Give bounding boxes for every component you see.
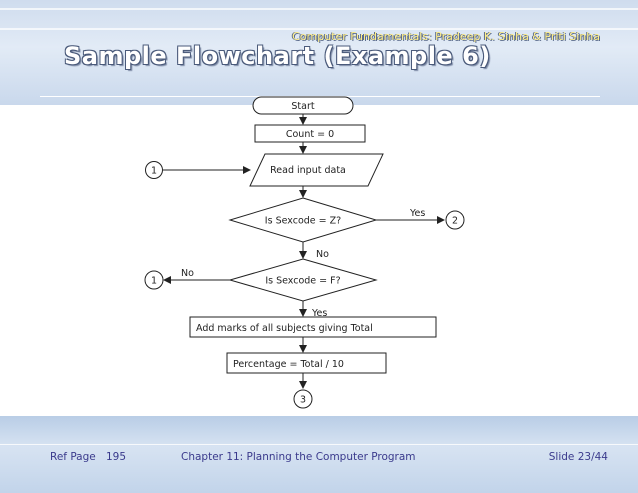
footer-line: [0, 444, 638, 445]
connector-yes-label: 2: [452, 216, 458, 227]
add-marks-label: Add marks of all subjects giving Total: [196, 323, 373, 334]
decision1-yes-label: Yes: [409, 208, 425, 219]
ref-page-number: 195: [106, 451, 127, 463]
decision1-no-label: No: [316, 249, 329, 260]
connector-no: 1: [144, 270, 164, 290]
read-label: Read input data: [270, 165, 346, 176]
start-terminal: Start: [252, 96, 354, 115]
decision2-label: Is Sexcode = F?: [265, 276, 340, 287]
init-process: Count = 0: [254, 124, 366, 143]
decision-sexcode-f: Is Sexcode = F?: [228, 258, 378, 302]
decision-sexcode-z: Is Sexcode = Z?: [228, 197, 378, 243]
connector-in: 1: [145, 161, 163, 179]
slide-title: Sample Flowchart (Example 6): [64, 42, 491, 70]
footer-band: [0, 416, 638, 493]
chapter-title: Chapter 11: Planning the Computer Progra…: [181, 451, 416, 463]
connector-out-label: 3: [300, 395, 306, 406]
add-marks-process: Add marks of all subjects giving Total: [189, 316, 437, 338]
ref-page-label: Ref Page: [50, 451, 96, 463]
course-title: Computer Fundamentals: Pradeep K. Sinha …: [292, 30, 600, 43]
read-io: Read input data: [249, 153, 384, 187]
slide-number: Slide 23/44: [548, 451, 608, 463]
header-band: [0, 0, 638, 105]
connector-yes: 2: [445, 210, 465, 230]
percentage-label: Percentage = Total / 10: [233, 359, 344, 370]
decision2-no-label: No: [181, 268, 194, 279]
init-label: Count = 0: [286, 129, 334, 140]
decision2-yes-label: Yes: [311, 308, 327, 319]
start-label: Start: [291, 101, 314, 112]
connector-in-label: 1: [151, 166, 157, 177]
percentage-process: Percentage = Total / 10: [226, 352, 387, 374]
connector-no-label: 1: [151, 276, 157, 287]
decision1-label: Is Sexcode = Z?: [265, 216, 341, 227]
connector-out: 3: [293, 389, 313, 409]
